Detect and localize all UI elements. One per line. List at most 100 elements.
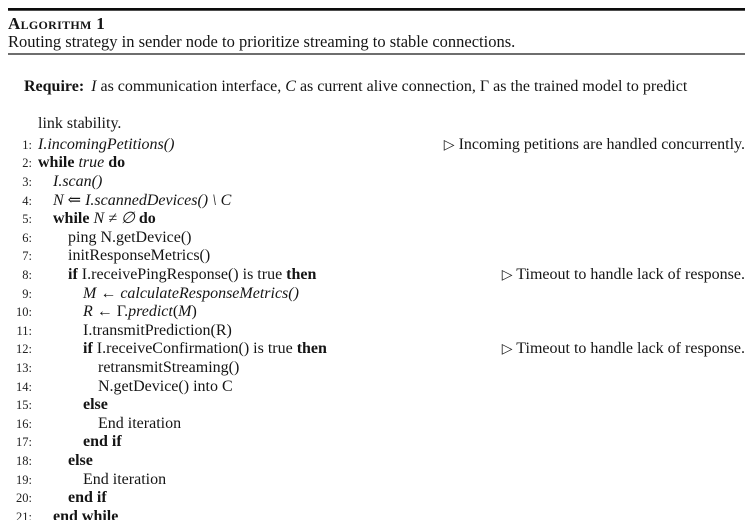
line-number: 21: [16, 509, 32, 520]
code-segment: as communication interface, [96, 78, 286, 96]
code-segment: ← Γ. [92, 303, 129, 321]
code-segment: end while [53, 507, 119, 520]
algorithm-line: 1: I.incomingPetitions() ▷ Incoming petiti… [8, 136, 745, 155]
line-code: End iteration [38, 471, 166, 490]
code-segment: do [104, 154, 126, 172]
code-segment: if [83, 340, 97, 358]
line-code: End iteration [38, 415, 181, 434]
code-segment: N.getDevice() into C [98, 377, 233, 395]
line-code: end if [38, 433, 122, 452]
line-code: ping N.getDevice() [38, 229, 192, 248]
line-number: 3: [22, 175, 32, 190]
algorithm-line: 6: ping N.getDevice() [8, 229, 745, 248]
line-code: if I.receiveConfirmation() is true then [38, 340, 327, 359]
line-number: 5: [22, 212, 32, 227]
code-segment: end if [68, 489, 107, 507]
algorithm-line: 21: end while [8, 508, 745, 520]
code-segment: ) [191, 303, 197, 321]
code-segment: predict [128, 303, 173, 321]
algorithm-line: 7: initResponseMetrics() [8, 247, 745, 266]
code-segment: then [286, 266, 317, 284]
require-continuation: link stability. [38, 115, 122, 133]
code-segment: R [83, 303, 93, 321]
line-code: initResponseMetrics() [38, 247, 210, 266]
algorithm-line: 20: end if [8, 489, 745, 508]
line-code: end while [38, 508, 118, 520]
line-code: I.transmitPrediction(R) [38, 322, 232, 341]
algorithm-line: 10: R ← Γ.predict(M) [8, 303, 745, 322]
comment-text: Timeout to handle lack of response. [512, 340, 745, 358]
algorithm-line: 5: while N ≠ ∅ do [8, 210, 745, 229]
code-segment: if [68, 266, 82, 284]
line-number: 9: [22, 286, 32, 301]
line-number: 16: [16, 416, 32, 431]
code-segment: N ⇐ I.scannedDevices() \ C [53, 191, 232, 209]
line-number: 14: [16, 379, 32, 394]
line-number: 11: [16, 323, 32, 338]
code-segment: I.transmitPrediction(R) [83, 321, 232, 339]
require-text: I as communication interface, C as curre… [91, 78, 687, 95]
algorithm-line: 8: if I.receivePingResponse() is true the… [8, 266, 745, 285]
line-number: 12: [16, 342, 32, 357]
line-number: 19: [16, 472, 32, 487]
require-keyword: Require: [24, 78, 85, 96]
algorithm-line: 4: N ⇐ I.scannedDevices() \ C [8, 192, 745, 211]
comment-triangle-icon: ▷ [443, 137, 455, 153]
line-comment: ▷ Timeout to handle lack of response. [502, 340, 745, 360]
line-code: while true do [38, 154, 125, 173]
code-segment: while [53, 210, 94, 228]
algorithm-line: 17:end if [8, 433, 745, 452]
code-segment: End iteration [98, 414, 182, 432]
code-segment: M ← calculateResponseMetrics() [83, 284, 299, 302]
comment-triangle-icon: ▷ [501, 342, 513, 358]
line-code: M ← calculateResponseMetrics() [38, 285, 299, 304]
code-segment: end if [83, 433, 122, 451]
code-segment: C [285, 78, 296, 96]
line-number: 10: [16, 305, 32, 320]
line-number: 4: [22, 193, 32, 208]
line-code: while N ≠ ∅ do [38, 210, 156, 229]
line-number: 6: [22, 230, 32, 245]
comment-text: Timeout to handle lack of response. [512, 266, 745, 284]
header-rule [8, 53, 745, 55]
comment-triangle-icon: ▷ [501, 268, 513, 284]
line-number: 13: [16, 361, 32, 375]
algorithm-line: 19: End iteration [8, 471, 745, 490]
code-segment: else [68, 451, 93, 469]
algorithm-label: Algorithm 1 [8, 14, 105, 33]
code-segment: I.incomingPetitions() [38, 135, 175, 153]
code-segment: ( [172, 303, 179, 321]
algorithm-line: 18: else [8, 452, 745, 471]
comment-text: Incoming petitions are handled concurren… [454, 135, 745, 153]
line-code: N.getDevice() into C [38, 378, 233, 397]
code-segment: while [38, 154, 79, 172]
line-code: R ← Γ.predict(M) [38, 303, 197, 322]
code-segment: N ≠ ∅ [93, 210, 135, 228]
algorithm-line: 9: M ← calculateResponseMetrics() [8, 285, 745, 304]
line-code: else [38, 452, 93, 471]
code-segment: initResponseMetrics() [68, 247, 211, 265]
code-segment: ping N.getDevice() [68, 228, 192, 246]
code-segment: as current alive connection, Γ as the tr… [295, 78, 688, 96]
line-number: 15: [16, 398, 32, 413]
code-segment: M [178, 303, 192, 321]
code-segment: do [134, 210, 156, 228]
code-segment: I.receivePingResponse() is true [81, 266, 287, 284]
algorithm-line: 14: N.getDevice() into C [8, 378, 745, 397]
line-code: I.scan() [38, 173, 102, 192]
line-code: else [38, 396, 108, 415]
line-number: 8: [22, 268, 32, 283]
algorithm-line: 2:while true do [8, 154, 745, 173]
algorithm-line: 16: End iteration [8, 415, 745, 434]
line-code: if I.receivePingResponse() is true then [38, 266, 316, 285]
algorithm-line: 3: I.scan() [8, 173, 745, 192]
algorithm-body: 1: I.incomingPetitions() ▷ Incoming petiti… [8, 136, 745, 520]
line-number: 7: [22, 249, 32, 264]
line-code: I.incomingPetitions() [38, 136, 174, 155]
line-number: 18: [16, 453, 32, 468]
line-code: N ⇐ I.scannedDevices() \ C [38, 192, 231, 211]
line-number: 20: [16, 491, 32, 506]
line-number: 1: [22, 137, 32, 152]
line-code: end if [38, 489, 107, 508]
